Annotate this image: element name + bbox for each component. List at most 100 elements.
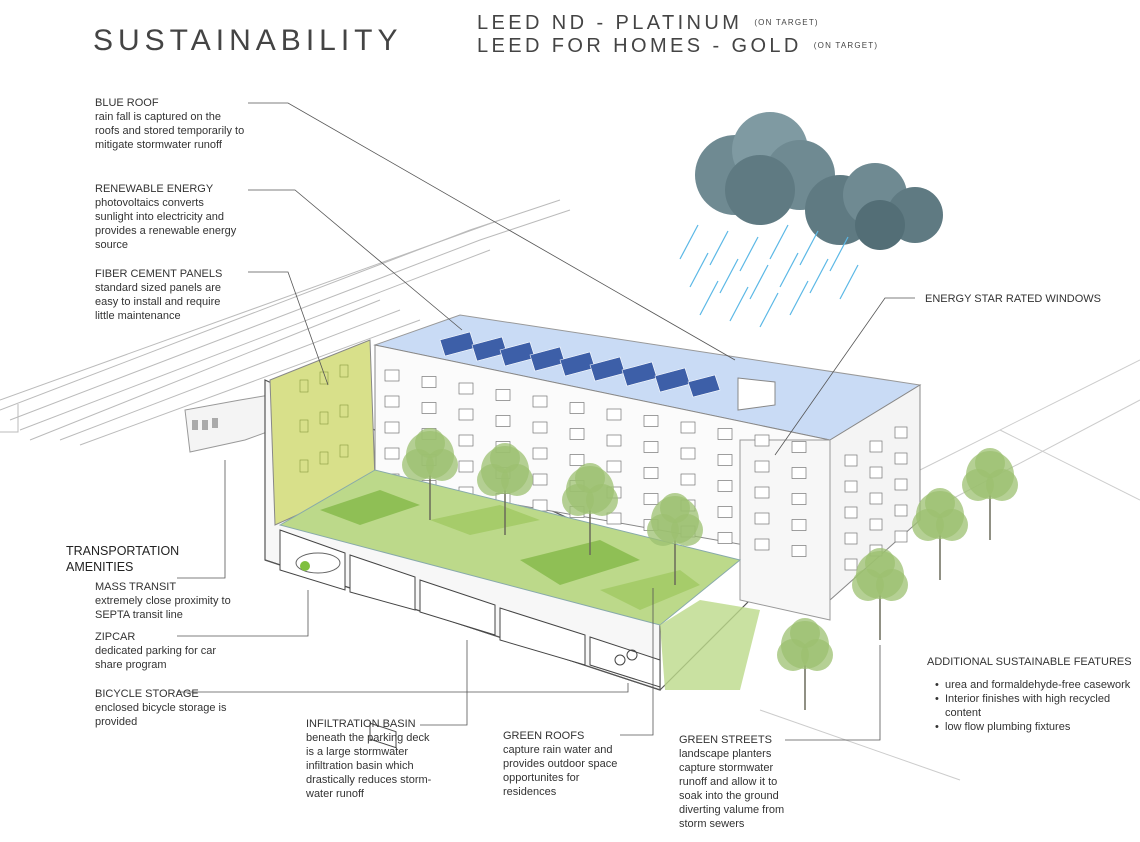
callout-body: capture rain water and provides outdoor … <box>503 744 618 798</box>
callout-mass-transit: MASS TRANSIT extremely close proximity t… <box>95 580 235 622</box>
window <box>421 402 437 414</box>
leed-nd-status: (ON TARGET) <box>754 18 819 27</box>
building-facade <box>269 339 921 621</box>
callout-body: photovoltaics converts sunlight into ele… <box>95 197 237 251</box>
feature-item: low flow plumbing fixtures <box>935 720 1132 734</box>
window <box>680 447 696 460</box>
raindrop <box>799 230 819 266</box>
callout-body: rain fall is captured on the roofs and s… <box>95 111 245 151</box>
window <box>754 512 770 525</box>
window <box>869 440 883 453</box>
window <box>458 434 474 447</box>
raindrop <box>739 236 759 272</box>
callout-body: extremely close proximity to SEPTA trans… <box>95 595 231 621</box>
callout-head: GREEN ROOFS <box>503 730 585 742</box>
raindrop <box>729 286 749 322</box>
window <box>754 434 770 447</box>
window <box>569 454 585 466</box>
raindrop <box>809 258 829 294</box>
tree <box>962 448 1018 540</box>
raindrop <box>699 280 719 316</box>
features-list: urea and formaldehyde-free casework Inte… <box>927 678 1132 734</box>
callout-energy-star-windows: ENERGY STAR RATED WINDOWS <box>925 292 1105 306</box>
leed-nd-label: LEED ND - PLATINUM <box>477 12 743 34</box>
callout-renewable-energy: RENEWABLE ENERGY photovoltaics converts … <box>95 182 243 252</box>
callout-body: dedicated parking for car share program <box>95 645 217 671</box>
solar-panels <box>439 331 721 398</box>
tree <box>562 463 618 555</box>
callout-zipcar: ZIPCAR dedicated parking for car share p… <box>95 630 235 672</box>
window <box>384 395 400 408</box>
window <box>532 395 548 408</box>
window <box>717 428 733 440</box>
window <box>680 473 696 486</box>
window <box>894 452 908 465</box>
window <box>754 486 770 499</box>
window <box>791 493 807 505</box>
window <box>606 434 622 447</box>
window <box>894 530 908 543</box>
window <box>384 421 400 434</box>
window <box>680 421 696 434</box>
callout-body: landscape planters capture stormwater ru… <box>679 748 785 830</box>
raindrop <box>839 264 859 300</box>
window <box>458 382 474 395</box>
window <box>754 538 770 551</box>
window <box>717 480 733 492</box>
features-heading: ADDITIONAL SUSTAINABLE FEATURES <box>927 656 1132 668</box>
leed-homes-label: LEED FOR HOMES - GOLD <box>477 35 802 57</box>
raindrop <box>749 264 769 300</box>
raindrop <box>829 236 849 272</box>
window <box>643 441 659 453</box>
window <box>894 504 908 517</box>
raindrop <box>709 230 729 266</box>
callout-fiber-cement: FIBER CEMENT PANELS standard sized panel… <box>95 267 235 323</box>
callout-blue-roof: BLUE ROOF rain fall is captured on the r… <box>95 96 245 152</box>
raindrop <box>679 224 699 260</box>
window <box>844 454 858 467</box>
window <box>894 426 908 439</box>
callout-head: FIBER CEMENT PANELS <box>95 268 223 280</box>
raindrop <box>769 224 789 260</box>
window <box>606 460 622 473</box>
callout-head: ZIPCAR <box>95 631 136 643</box>
page-title: SUSTAINABILITY <box>93 24 403 57</box>
callout-bicycle-storage: BICYCLE STORAGE enclosed bicycle storage… <box>95 687 235 729</box>
callout-green-roofs: GREEN ROOFS capture rain water and provi… <box>503 729 633 799</box>
window <box>384 447 400 460</box>
window <box>643 415 659 427</box>
additional-features: ADDITIONAL SUSTAINABLE FEATURES urea and… <box>927 656 1132 734</box>
window <box>495 415 511 427</box>
callout-head: MASS TRANSIT <box>95 581 177 593</box>
window <box>791 467 807 479</box>
raindrop <box>789 280 809 316</box>
window <box>894 478 908 491</box>
window <box>844 480 858 493</box>
window <box>532 447 548 460</box>
leed-homes-status: (ON TARGET) <box>813 41 879 50</box>
window <box>643 493 659 505</box>
window <box>458 408 474 421</box>
green-roof-courtyard <box>278 469 760 690</box>
raindrop <box>779 252 799 288</box>
window <box>869 466 883 479</box>
window <box>791 441 807 453</box>
window <box>717 454 733 466</box>
callout-body: standard sized panels are easy to instal… <box>95 282 221 322</box>
window <box>869 492 883 505</box>
rain <box>679 224 859 328</box>
rain-cloud <box>695 112 943 250</box>
window <box>844 532 858 545</box>
window <box>717 532 733 544</box>
window <box>569 402 585 414</box>
raindrop <box>759 292 779 328</box>
window <box>844 506 858 519</box>
callout-head: INFILTRATION BASIN <box>306 718 416 730</box>
callout-head: RENEWABLE ENERGY <box>95 183 214 195</box>
window <box>384 369 400 382</box>
callout-head: BICYCLE STORAGE <box>95 688 199 700</box>
tree <box>402 428 458 520</box>
tree <box>852 548 908 640</box>
feature-item: Interior finishes with high recycled con… <box>935 692 1125 720</box>
